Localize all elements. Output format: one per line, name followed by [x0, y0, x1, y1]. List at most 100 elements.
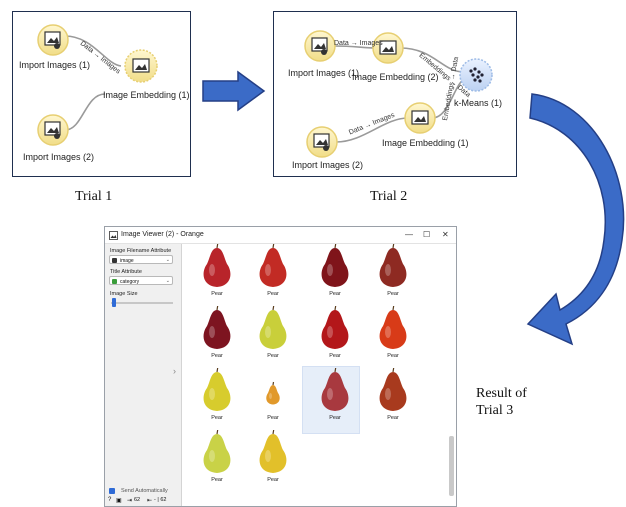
- pear-image: [203, 303, 231, 349]
- categorical-icon: [112, 278, 117, 284]
- pear-stem: [216, 303, 219, 311]
- scrollbar[interactable]: [449, 250, 454, 500]
- pear-body: [259, 434, 287, 473]
- chevron-down-icon: ⌄: [165, 278, 170, 284]
- send-automatically-checkbox[interactable]: [109, 488, 115, 494]
- image-cell[interactable]: Pear: [192, 303, 242, 364]
- app-icon: [109, 231, 118, 240]
- trial2-import1-label: Import Images (1): [288, 68, 360, 78]
- image-size-slider-track[interactable]: [111, 302, 173, 304]
- image-title: Pear: [329, 353, 341, 359]
- filename-attribute-value: image: [120, 257, 134, 264]
- image-cell[interactable]: Pear: [310, 241, 360, 302]
- collapse-handle[interactable]: ›: [173, 366, 176, 376]
- pear-stem: [216, 365, 219, 373]
- pear-stem: [334, 365, 337, 373]
- pear-body: [203, 372, 231, 411]
- image-viewer-window: Image Viewer (2) - Orange — ☐ ✕ Image Fi…: [104, 226, 457, 507]
- trial1-canvas: [37, 24, 158, 146]
- pear-image: [203, 241, 231, 287]
- image-cell[interactable]: Pear: [248, 368, 298, 426]
- trial2-import2-node: [306, 126, 338, 158]
- pear-stem: [216, 241, 219, 249]
- trial1-embedding-node: [124, 49, 158, 83]
- pear-body: [266, 385, 280, 405]
- trial3-caption-line1: Result of: [476, 386, 527, 401]
- pear-body: [203, 434, 231, 473]
- pear-body: [203, 310, 231, 349]
- pear-highlight: [265, 264, 271, 276]
- input-icon: ⇥: [127, 498, 133, 504]
- title-attribute-select[interactable]: category ⌄: [109, 276, 173, 285]
- trial1-import2-node: [37, 114, 69, 146]
- status-bar: ? ▣ ⇥ 62 ⇤ - | 62: [105, 497, 181, 507]
- image-title: Pear: [329, 415, 341, 421]
- pear-highlight: [327, 388, 333, 400]
- image-cell[interactable]: Pear: [248, 241, 298, 302]
- output-icon: ⇤: [147, 498, 153, 504]
- save-icon[interactable]: ▣: [116, 498, 122, 504]
- pear-image: [259, 303, 287, 349]
- pear-highlight: [385, 388, 391, 400]
- image-title: Pear: [387, 291, 399, 297]
- image-size-label: Image Size: [110, 291, 138, 297]
- window-title: Image Viewer (2) - Orange: [121, 231, 204, 238]
- pear-stem: [392, 365, 395, 373]
- image-cell[interactable]: Pear: [368, 365, 418, 426]
- image-cell[interactable]: Pear: [368, 241, 418, 302]
- pear-image: [259, 241, 287, 287]
- pear-image: [203, 427, 231, 473]
- pear-highlight: [265, 450, 271, 462]
- input-count: 62: [134, 497, 141, 503]
- image-title: Pear: [329, 291, 341, 297]
- image-title: Pear: [267, 353, 279, 359]
- pear-body: [321, 372, 349, 411]
- pear-image: [259, 427, 287, 473]
- trial2-panel: Import Images (1) Image Embedding (2) k-…: [273, 11, 517, 177]
- minimize-button[interactable]: —: [405, 230, 413, 239]
- string-icon: [112, 257, 117, 263]
- pear-highlight: [327, 326, 333, 338]
- help-icon[interactable]: ?: [108, 497, 112, 503]
- pear-image: [321, 303, 349, 349]
- image-cell[interactable]: Pear: [368, 303, 418, 364]
- pear-stem: [334, 241, 337, 249]
- image-cell[interactable]: Pear: [192, 241, 242, 302]
- pear-highlight: [269, 393, 272, 399]
- pear-highlight: [385, 326, 391, 338]
- pear-stem: [272, 427, 275, 435]
- trial1-caption: Trial 1: [75, 189, 113, 204]
- filename-attribute-select[interactable]: image ⌄: [109, 255, 173, 264]
- image-size-slider-handle[interactable]: [112, 298, 116, 307]
- scrollbar-thumb[interactable]: [449, 436, 454, 496]
- image-cell[interactable]: Pear: [310, 303, 360, 364]
- image-title: Pear: [387, 353, 399, 359]
- pear-stem: [334, 303, 337, 311]
- image-cell[interactable]: Pear: [192, 365, 242, 426]
- image-cell[interactable]: Pear: [192, 427, 242, 488]
- pear-highlight: [385, 264, 391, 276]
- pear-body: [379, 248, 407, 287]
- pear-stem: [392, 303, 395, 311]
- maximize-button[interactable]: ☐: [423, 230, 431, 239]
- trial1-import1-node: [37, 24, 69, 56]
- trial1-import2-label: Import Images (2): [23, 152, 95, 162]
- image-cell[interactable]: Pear: [248, 427, 298, 488]
- title-attribute-label: Title Attribute: [110, 269, 142, 275]
- trial2-kmeans-label: k-Means (1): [454, 98, 503, 108]
- trial1-link-bottom: [64, 93, 106, 131]
- image-cell[interactable]: Pear: [248, 303, 298, 364]
- close-button[interactable]: ✕: [442, 230, 449, 239]
- image-cell[interactable]: Pear: [310, 365, 360, 426]
- image-title: Pear: [211, 291, 223, 297]
- pear-image: [379, 303, 407, 349]
- trial2-kmeans-node: [459, 58, 493, 92]
- window-titlebar: Image Viewer (2) - Orange — ☐ ✕: [105, 227, 456, 244]
- pear-highlight: [265, 326, 271, 338]
- pear-stem: [272, 303, 275, 311]
- pear-image: [266, 381, 280, 405]
- trial2-import1-node: [304, 30, 336, 62]
- pear-image: [321, 241, 349, 287]
- pear-stem: [272, 381, 275, 386]
